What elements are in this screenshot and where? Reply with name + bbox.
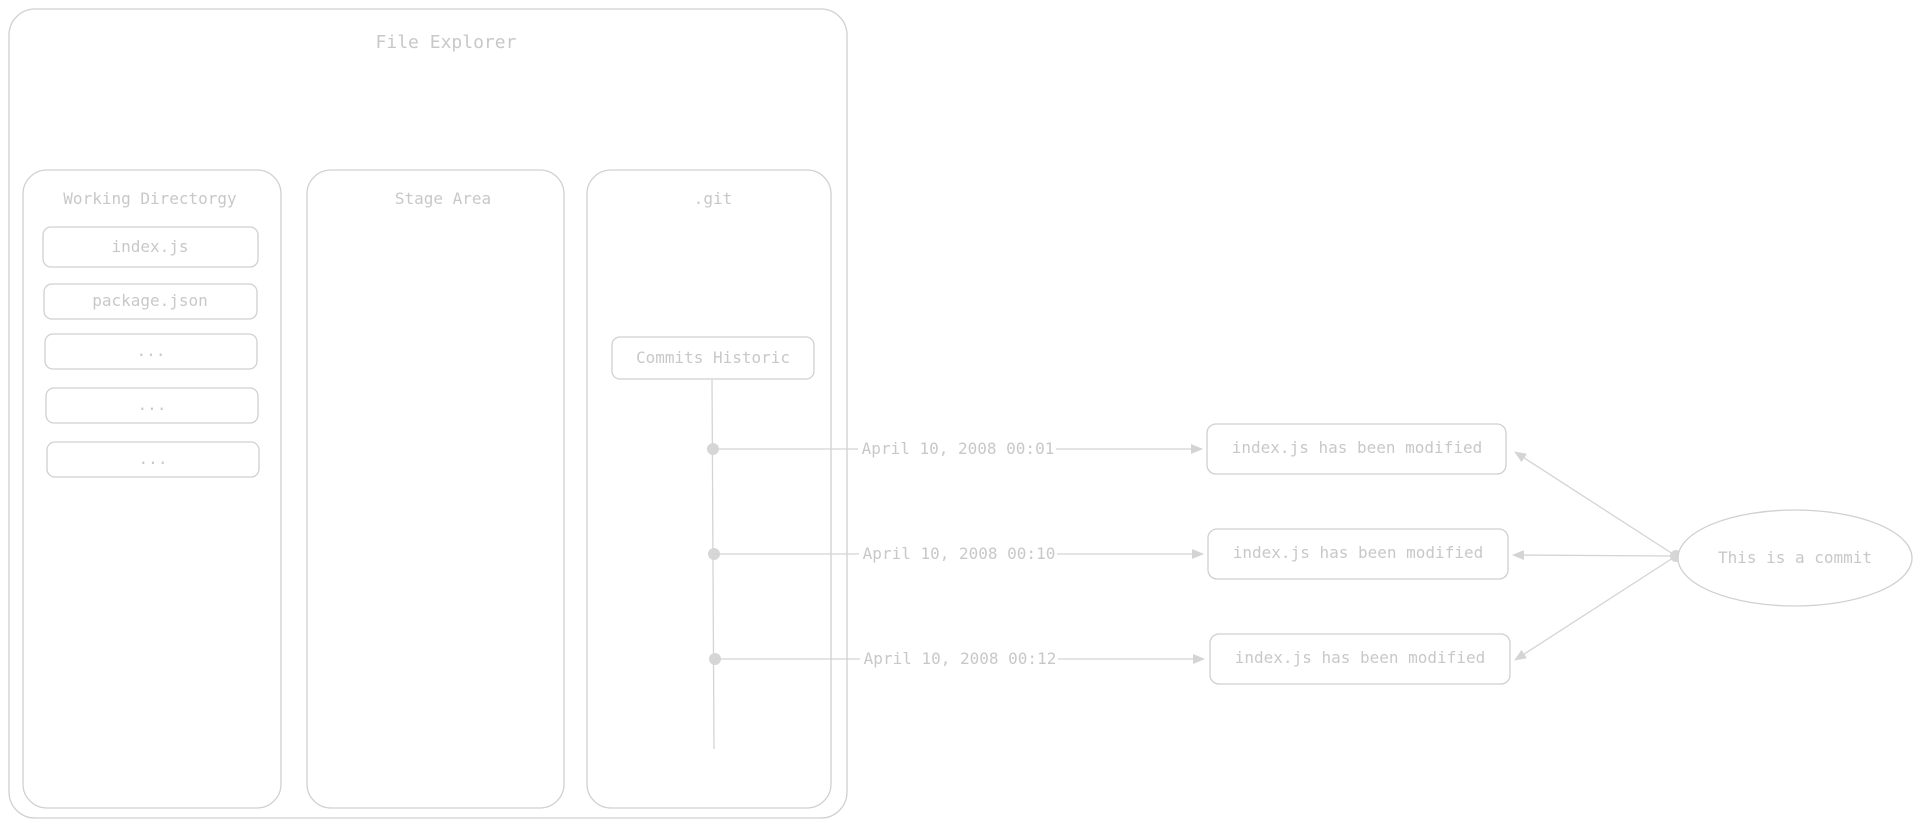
annotation-arrow-bottom <box>1514 555 1677 661</box>
commit-timestamp: April 10, 2008 00:10 <box>863 544 1056 563</box>
commit-message: index.js has been modified <box>1233 543 1483 562</box>
file-item-package-json[interactable]: package.json <box>43 283 258 320</box>
commit-message: index.js has been modified <box>1235 648 1485 667</box>
commit-entry-3: April 10, 2008 00:12 index.js has been m… <box>709 633 1511 685</box>
file-explorer-title: File Explorer <box>376 32 517 53</box>
commit-message: index.js has been modified <box>1232 438 1482 457</box>
commit-timestamp: April 10, 2008 00:01 <box>862 439 1055 458</box>
file-item-ellipsis-1[interactable]: ... <box>44 333 258 370</box>
git-title: .git <box>694 189 733 208</box>
working-directory-title: Working Directorgy <box>63 189 237 208</box>
file-item-ellipsis-3[interactable]: ... <box>46 441 260 478</box>
commit-message-box[interactable]: index.js has been modified <box>1206 423 1507 475</box>
commit-entry-1: April 10, 2008 00:01 index.js has been m… <box>707 423 1507 475</box>
annotation-label: This is a commit <box>1718 548 1872 567</box>
stage-area-title: Stage Area <box>395 189 491 208</box>
commits-historic-label: Commits Historic <box>636 348 790 367</box>
commit-annotation: This is a commit <box>1512 451 1913 661</box>
commit-timeline <box>711 379 715 750</box>
commits-historic-box[interactable]: Commits Historic <box>611 336 815 380</box>
file-item-label: ... <box>138 395 167 414</box>
annotation-ellipse[interactable]: This is a commit <box>1677 509 1913 607</box>
file-item-label: ... <box>137 341 166 360</box>
commit-entry-2: April 10, 2008 00:10 index.js has been m… <box>708 528 1509 580</box>
stage-area-panel: Stage Area <box>306 169 565 809</box>
commit-timestamp: April 10, 2008 00:12 <box>864 649 1057 668</box>
working-directory-panel: Working Directorgy index.js package.json… <box>22 169 282 809</box>
file-item-label: package.json <box>92 291 208 310</box>
annotation-arrow-top <box>1514 451 1677 557</box>
commit-message-box[interactable]: index.js has been modified <box>1209 633 1511 685</box>
commit-message-box[interactable]: index.js has been modified <box>1207 528 1509 580</box>
file-item-label: ... <box>139 449 168 468</box>
file-item-index-js[interactable]: index.js <box>42 226 259 268</box>
annotation-arrow-middle <box>1512 550 1677 561</box>
file-item-label: index.js <box>111 237 188 256</box>
file-item-ellipsis-2[interactable]: ... <box>45 387 259 424</box>
git-panel: .git Commits Historic <box>586 169 832 809</box>
